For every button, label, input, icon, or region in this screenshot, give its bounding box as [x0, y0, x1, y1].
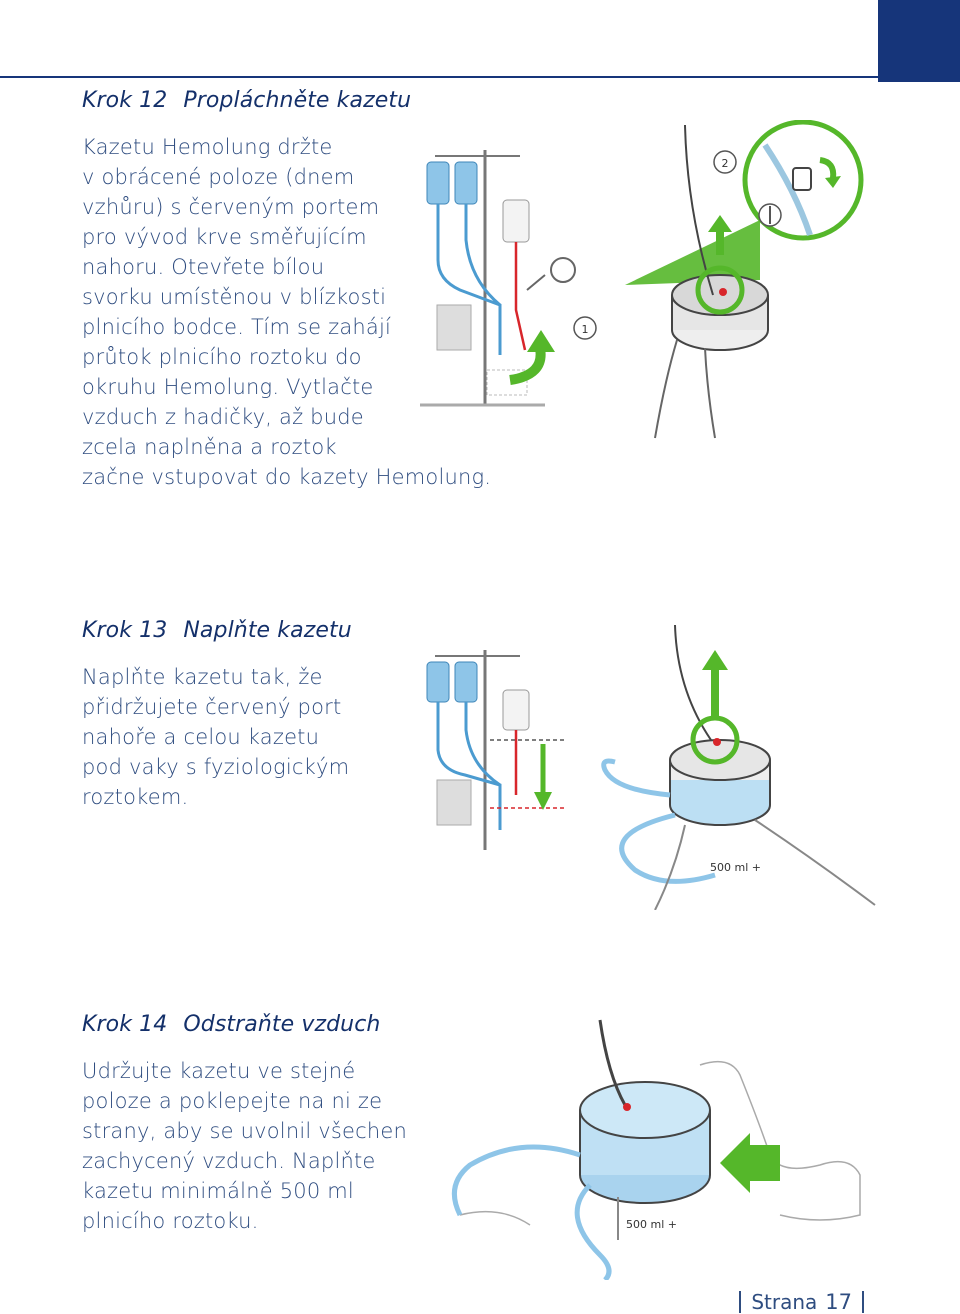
text-line: roztokem. — [82, 782, 352, 812]
step-14: Krok 14 Odstraňte vzduch Udržujte kazetu … — [82, 1012, 407, 1236]
text-line: Naplňte kazetu tak, že — [82, 662, 352, 692]
footer-divider — [739, 1291, 741, 1313]
step-heading: Krok 12 Propláchněte kazetu — [82, 88, 491, 113]
step-14-illustration: 500 ml + — [440, 1015, 880, 1280]
rotate-arrow — [510, 348, 541, 380]
step-12-illustration: 1 2 — [415, 120, 865, 440]
red-port — [719, 288, 727, 296]
text-line: poloze a poklepejte na ni ze — [82, 1086, 407, 1116]
header-rule — [0, 76, 878, 78]
tap-arrow — [720, 1133, 780, 1193]
saline-bag — [427, 162, 449, 204]
highlight-wedge — [625, 220, 760, 285]
step-heading: Krok 13 Naplňte kazetu — [82, 618, 352, 643]
page-number: 17 — [825, 1290, 852, 1314]
text-line: přidržujete červený port — [82, 692, 352, 722]
step-number: Krok 14 — [82, 1012, 167, 1037]
text-line: kazetu minimálně 500 ml — [82, 1176, 407, 1206]
hand-outline — [700, 1062, 860, 1220]
text-line: nahoře a celou kazetu — [82, 722, 352, 752]
volume-label: 500 ml + — [710, 861, 761, 874]
step-heading: Krok 14 Odstraňte vzduch — [82, 1012, 407, 1037]
step-13: Krok 13 Naplňte kazetu Naplňte kazetu tak… — [82, 618, 352, 812]
step-13-illustration: 500 ml + — [415, 620, 880, 910]
empty-bag — [503, 200, 529, 242]
page-footer: Strana 17 — [729, 1290, 874, 1314]
footer-page-label: Strana — [751, 1290, 817, 1314]
step-title: Propláchněte kazetu — [183, 88, 411, 113]
saline-bag — [455, 162, 477, 204]
text-line: zachycený vzduch. Naplňte — [82, 1146, 407, 1176]
footer-divider — [862, 1291, 864, 1313]
header-corner-block — [878, 0, 960, 82]
step-text: Naplňte kazetu tak, že přidržujete červe… — [82, 662, 352, 812]
step-number: Krok 12 — [82, 88, 167, 113]
zoom-circle — [551, 258, 575, 282]
step-number: Krok 13 — [82, 618, 167, 643]
text-line: pod vaky s fyziologickým — [82, 752, 352, 782]
text-line: začne vstupovat do kazety Hemolung. — [82, 462, 491, 492]
white-clamp — [793, 168, 811, 190]
step-text: Udržujte kazetu ve stejné poloze a pokle… — [82, 1056, 407, 1236]
red-port — [623, 1103, 631, 1111]
step-title: Odstraňte vzduch — [183, 1012, 380, 1037]
console — [437, 305, 471, 350]
text-line: plnicího roztoku. — [82, 1206, 407, 1236]
empty-bag — [503, 690, 529, 730]
callout-1-label: 1 — [582, 323, 589, 336]
volume-label: 500 ml + — [626, 1218, 677, 1231]
red-port — [713, 738, 721, 746]
callout-2-label: 2 — [722, 157, 729, 170]
console — [437, 780, 471, 825]
saline-bag — [455, 662, 477, 702]
text-line: Udržujte kazetu ve stejné — [82, 1056, 407, 1086]
step-title: Naplňte kazetu — [183, 618, 351, 643]
text-line: strany, aby se uvolnil všechen — [82, 1116, 407, 1146]
saline-bag — [427, 662, 449, 702]
